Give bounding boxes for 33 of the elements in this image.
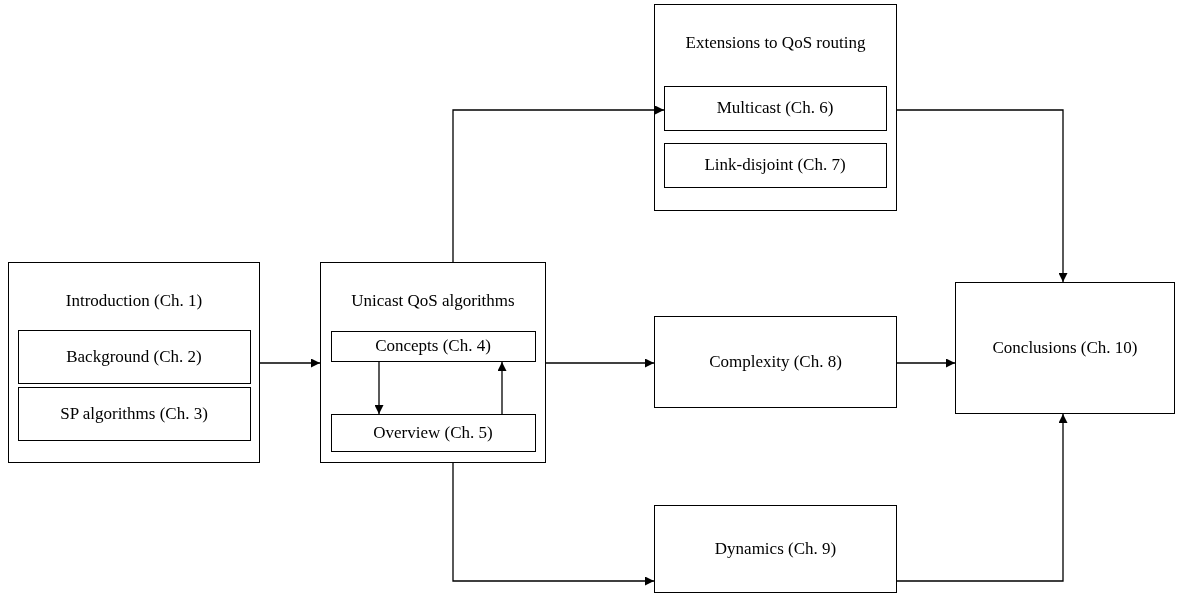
- chapter-box: [654, 505, 897, 593]
- box-label: Multicast (Ch. 6): [716, 98, 834, 118]
- group-box: [8, 262, 260, 463]
- arrow: [259, 358, 321, 368]
- arrow: [452, 105, 665, 263]
- arrow: [374, 361, 384, 415]
- chapter-box: [955, 282, 1175, 414]
- chapter-box: [330, 413, 536, 452]
- box-label: SP algorithms (Ch. 3): [60, 403, 208, 424]
- arrow: [896, 109, 1068, 283]
- group-title: Unicast QoS algorithms: [351, 291, 515, 311]
- box-label: Concepts (Ch. 4): [375, 336, 491, 356]
- arrow: [452, 462, 655, 586]
- box-label: Background (Ch. 2): [66, 346, 202, 367]
- arrow: [896, 413, 1068, 582]
- group-title: Extensions to QoS routing: [685, 33, 866, 53]
- group-title: Introduction (Ch. 1): [65, 291, 203, 311]
- box-label: Conclusions (Ch. 10): [992, 338, 1138, 358]
- arrow: [497, 361, 507, 415]
- chapter-box: [17, 329, 251, 384]
- box-label: Dynamics (Ch. 9): [714, 539, 837, 559]
- arrow: [896, 358, 956, 368]
- group-box: [654, 4, 897, 211]
- box-label: Overview (Ch. 5): [373, 422, 493, 443]
- group-box: [320, 262, 546, 463]
- box-label: Link-disjoint (Ch. 7): [704, 155, 846, 175]
- box-label: Complexity (Ch. 8): [709, 352, 842, 372]
- chapter-box: [17, 386, 251, 441]
- arrow: [545, 358, 655, 368]
- chapter-box: [654, 316, 897, 408]
- chapter-box: [330, 330, 536, 362]
- chapter-box: [663, 85, 887, 131]
- chapter-box: [663, 142, 887, 188]
